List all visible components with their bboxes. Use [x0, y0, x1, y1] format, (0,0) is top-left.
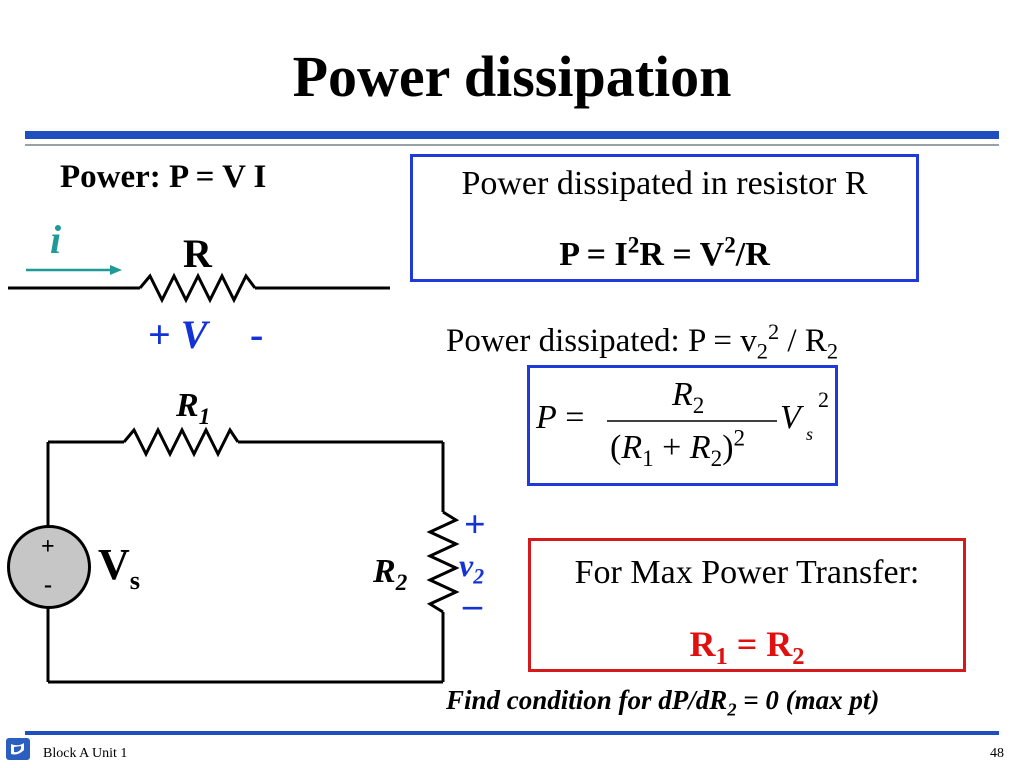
max-power-caption: For Max Power Transfer: — [574, 554, 920, 591]
max-power-condition: R1 = R2 — [689, 624, 805, 671]
source-minus: - — [44, 572, 52, 598]
resistor-zigzag — [138, 272, 257, 304]
vs-label: Vs — [98, 540, 141, 595]
max-power-box — [528, 538, 966, 672]
v2-minus: – — [463, 584, 482, 626]
formula-box — [527, 365, 838, 486]
resistor-r2-zigzag — [426, 510, 460, 614]
formula-vs-sub: s — [806, 424, 814, 444]
find-condition-text: Find condition for dP/dR2 = 0 (max pt) — [446, 685, 880, 720]
formula-vs: V — [780, 399, 801, 436]
voltage-plus-label: + V — [148, 312, 208, 357]
v2-plus: + — [464, 504, 486, 546]
resistor-power-caption: Power dissipated in resistor R — [461, 165, 868, 202]
current-label: i — [50, 217, 62, 262]
title-rule-thin — [25, 144, 999, 146]
page-number: 48 — [990, 746, 1004, 761]
title-rule-thick — [25, 131, 999, 139]
voltage-minus-label: - — [250, 312, 264, 357]
footer-rule — [25, 731, 999, 735]
power-dissipated-line: Power dissipated: P = v22 / R2 — [446, 319, 839, 364]
slide-title: Power dissipation — [292, 44, 732, 109]
r2-label: R2 — [373, 553, 408, 596]
institution-logo-icon — [6, 738, 30, 760]
source-plus: + — [41, 534, 55, 560]
footer-label: Block A Unit 1 — [43, 746, 128, 761]
resistor-label: R — [183, 231, 212, 276]
v2-label: v2 — [459, 547, 485, 589]
resistor-power-box — [410, 154, 919, 282]
resistor-power-formula: P = I2R = V2/R — [559, 232, 770, 273]
r1-label: R1 — [176, 387, 211, 430]
formula-numerator: R2 — [672, 376, 705, 419]
current-arrow-head — [110, 265, 122, 275]
resistor-r1-zigzag — [122, 426, 240, 458]
formula-vs-exp: 2 — [818, 387, 829, 412]
power-equation: Power: P = V I — [60, 159, 267, 195]
formula-lhs: P P == — [536, 399, 585, 436]
voltage-source-icon — [7, 525, 91, 609]
formula-denominator: (R1 + R2)2 — [610, 425, 746, 472]
